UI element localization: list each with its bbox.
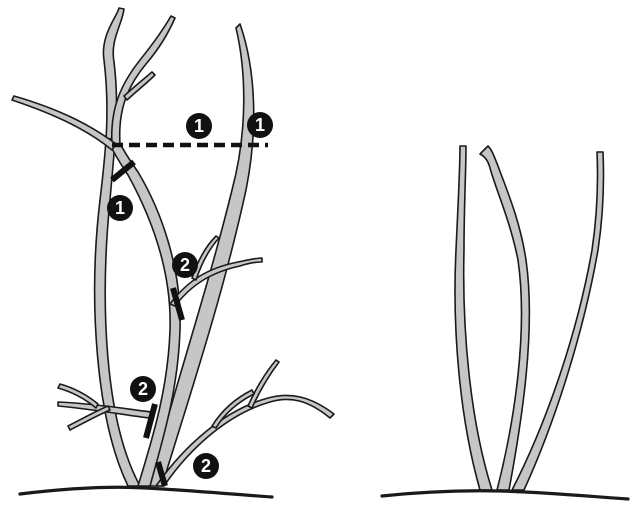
pruned-cane-middle (480, 146, 529, 490)
step-badge: 2 (193, 453, 219, 479)
svg-text:1: 1 (255, 115, 265, 135)
step-badge: 2 (172, 252, 198, 278)
left-outer-branch (12, 96, 116, 150)
ground-line-right (382, 491, 628, 499)
step-badge: 1 (107, 195, 133, 221)
pruned-cane-left (455, 146, 492, 490)
svg-text:1: 1 (194, 116, 204, 136)
left-shrub-before-pruning: 1 1 1 2 2 2 (12, 8, 334, 497)
step-badge: 2 (130, 376, 156, 402)
svg-text:2: 2 (138, 379, 148, 399)
right-shrub-after-pruning (382, 146, 628, 499)
svg-text:2: 2 (201, 456, 211, 476)
svg-text:2: 2 (180, 255, 190, 275)
svg-text:1: 1 (115, 198, 125, 218)
step-badge: 1 (247, 112, 273, 138)
ground-line-left (20, 487, 272, 497)
step-badge: 1 (186, 113, 212, 139)
